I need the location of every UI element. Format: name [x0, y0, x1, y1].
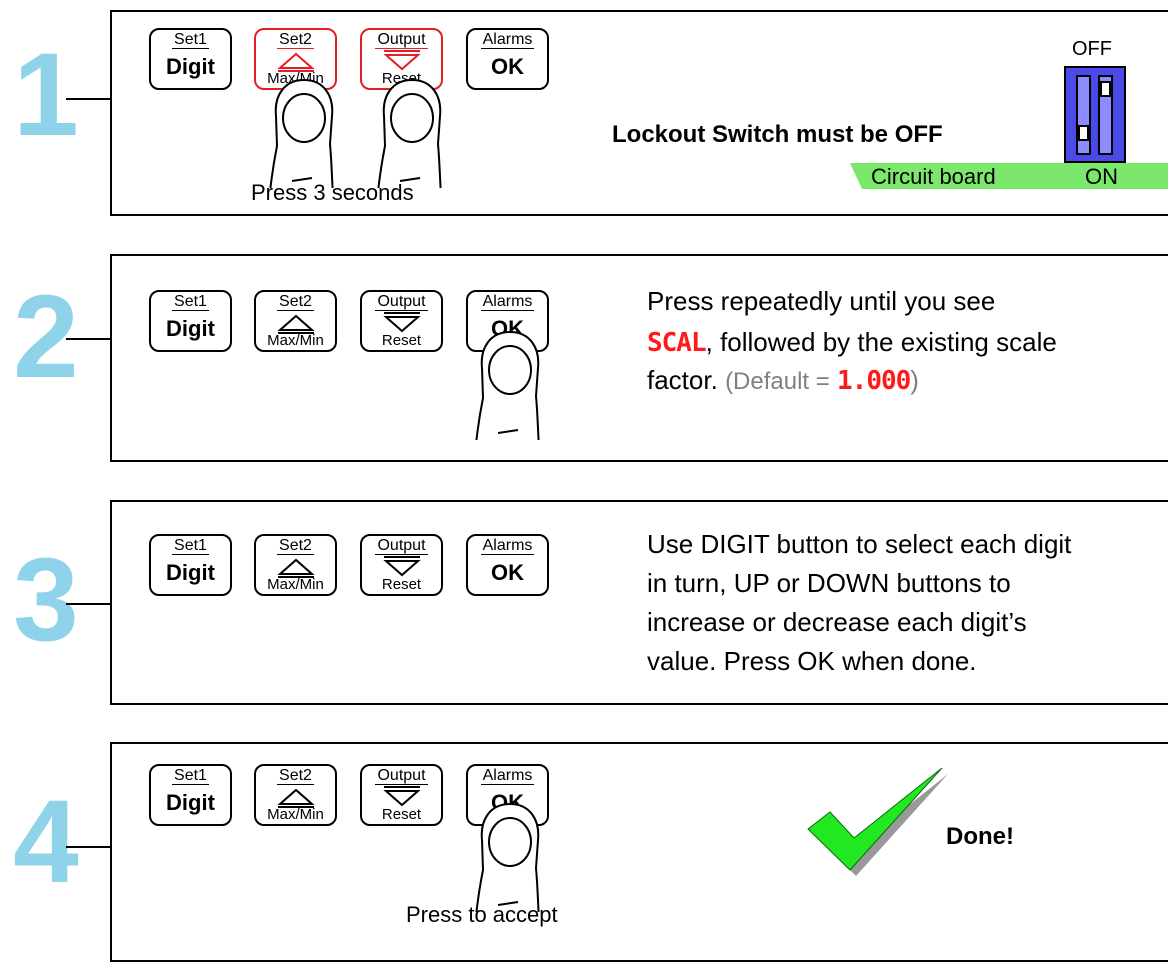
ok-label: OK	[491, 54, 524, 79]
step-3-panel	[110, 500, 1168, 705]
dip-switch-icon	[1064, 66, 1126, 163]
lockout-instruction: Lockout Switch must be OFF	[612, 121, 943, 148]
switch-off-label: OFF	[1072, 38, 1112, 60]
step-1-leader	[66, 98, 110, 100]
set1-label: Set1	[172, 767, 209, 785]
step-2-leader	[66, 338, 110, 340]
output-down-button[interactable]: Output Reset	[360, 764, 443, 826]
scal-display: SCAL	[647, 328, 707, 358]
finger-press-icon	[473, 331, 541, 440]
step-2-line-1: Press repeatedly until you see	[647, 286, 996, 316]
set2-label: Set2	[277, 767, 314, 785]
output-down-button[interactable]: Output Reset	[360, 290, 443, 352]
set1-label: Set1	[172, 537, 209, 555]
switch-on-label: ON	[1085, 164, 1118, 189]
default-label: (Default =	[725, 368, 830, 395]
output-down-button[interactable]: Output Reset	[360, 534, 443, 596]
finger-press-icon	[473, 803, 541, 912]
set2-up-button[interactable]: Set2 Max/Min	[254, 764, 337, 826]
max-min-label: Max/Min	[267, 806, 324, 823]
step-1-number: 1	[13, 29, 79, 161]
alarms-label: Alarms	[480, 537, 535, 555]
set1-digit-button[interactable]: Set1 Digit	[149, 28, 232, 90]
up-arrow-icon	[277, 558, 315, 578]
output-label: Output	[375, 767, 428, 785]
step-3-line-4: value. Press OK when done.	[647, 646, 977, 676]
down-arrow-icon	[383, 786, 421, 807]
step-1-panel	[110, 10, 1168, 216]
digit-label: Digit	[166, 790, 215, 815]
set1-digit-button[interactable]: Set1 Digit	[149, 764, 232, 826]
finger-press-icon	[375, 79, 443, 188]
set1-label: Set1	[172, 293, 209, 311]
down-arrow-icon	[383, 556, 421, 577]
ok-label: OK	[491, 560, 524, 585]
set2-label: Set2	[277, 293, 314, 311]
step-3-line-1: Use DIGIT button to select each digit	[647, 529, 1072, 559]
default-close: )	[910, 365, 919, 395]
step-3-leader	[66, 603, 110, 605]
step-2-line-2-text: , followed by the existing scale	[705, 327, 1057, 357]
done-label: Done!	[946, 823, 1014, 850]
circuit-board-label: Circuit board	[871, 164, 996, 189]
set1-digit-button[interactable]: Set1 Digit	[149, 534, 232, 596]
reset-label: Reset	[381, 332, 422, 349]
set2-label: Set2	[277, 31, 314, 49]
alarms-ok-button[interactable]: Alarms OK	[466, 290, 549, 352]
up-arrow-icon	[277, 314, 315, 334]
alarms-label: Alarms	[480, 31, 535, 49]
output-label: Output	[375, 293, 428, 311]
output-label: Output	[375, 537, 428, 555]
digit-label: Digit	[166, 560, 215, 585]
step-4-leader	[66, 846, 110, 848]
factor-text: factor.	[647, 365, 718, 395]
reset-label: Reset	[381, 806, 422, 823]
step-4-number: 4	[13, 776, 79, 908]
step-2-line-2: SCAL, followed by the existing scale	[647, 324, 1057, 362]
digit-label: Digit	[166, 54, 215, 79]
step-2-line-3: factor. (Default = 1.000)	[647, 362, 919, 400]
checkmark-icon	[807, 767, 948, 876]
reset-label: Reset	[381, 576, 422, 593]
finger-press-icon	[267, 79, 335, 188]
set2-up-button[interactable]: Set2 Max/Min	[254, 28, 337, 90]
down-arrow-icon	[383, 50, 421, 71]
set2-up-button[interactable]: Set2 Max/Min	[254, 534, 337, 596]
set1-digit-button[interactable]: Set1 Digit	[149, 290, 232, 352]
up-arrow-icon	[277, 788, 315, 808]
step-3-line-3: increase or decrease each digit’s	[647, 607, 1027, 637]
set1-label: Set1	[172, 31, 209, 49]
alarms-label: Alarms	[480, 293, 535, 311]
step-2-panel	[110, 254, 1168, 462]
step-1-caption: Press 3 seconds	[251, 180, 414, 205]
alarms-ok-button[interactable]: Alarms OK	[466, 534, 549, 596]
up-arrow-icon	[277, 52, 315, 72]
output-label: Output	[375, 31, 428, 49]
max-min-label: Max/Min	[267, 576, 324, 593]
circuit-board	[850, 163, 1168, 189]
set2-up-button[interactable]: Set2 Max/Min	[254, 290, 337, 352]
alarms-ok-button[interactable]: Alarms OK	[466, 28, 549, 90]
digit-label: Digit	[166, 316, 215, 341]
step-3-number: 3	[13, 534, 79, 666]
down-arrow-icon	[383, 312, 421, 333]
set2-label: Set2	[277, 537, 314, 555]
max-min-label: Max/Min	[267, 332, 324, 349]
default-value-display: 1.000	[837, 366, 911, 396]
step-3-line-2: in turn, UP or DOWN buttons to	[647, 568, 1011, 598]
step-4-caption: Press to accept	[406, 902, 558, 927]
alarms-label: Alarms	[480, 767, 535, 785]
step-2-number: 2	[13, 271, 79, 403]
output-down-button[interactable]: Output Reset	[360, 28, 443, 90]
